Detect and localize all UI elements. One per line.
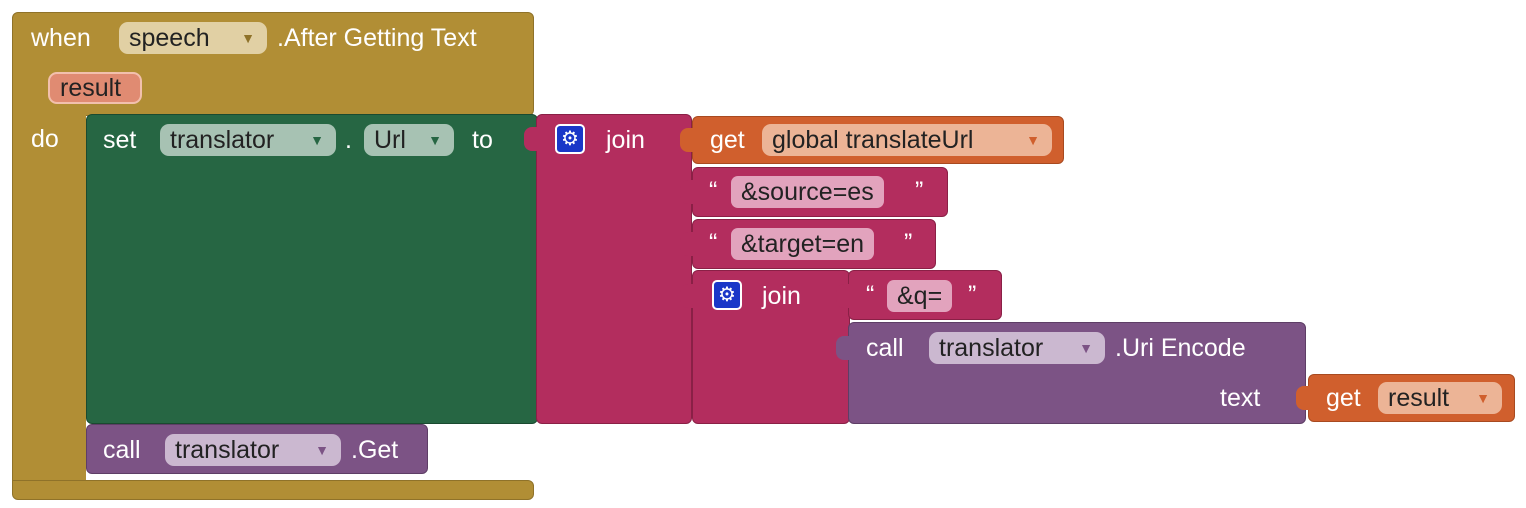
uri-encode-connector	[836, 336, 850, 360]
dot-separator: .	[345, 126, 352, 154]
set-label: set	[103, 126, 137, 154]
string-target-open-quote: “	[709, 229, 718, 257]
uri-encode-text-arg: text	[1220, 384, 1261, 412]
set-url-block[interactable]	[86, 114, 538, 424]
dropdown-arrow-icon: ▼	[315, 442, 329, 458]
string-target-value[interactable]: &target=en	[731, 228, 875, 260]
dropdown-arrow-icon: ▼	[1079, 340, 1093, 356]
string-source-open-quote: “	[709, 177, 718, 205]
call-get-call-label: call	[103, 436, 141, 464]
string-source-connector	[680, 180, 694, 204]
join-outer-connector	[524, 127, 538, 151]
uri-encode-call-label: call	[866, 334, 904, 362]
component-dropdown-translator[interactable]: translator ▼	[160, 124, 336, 156]
join-outer-label: join	[606, 126, 645, 154]
event-block-left-arm	[12, 100, 86, 492]
dropdown-arrow-icon: ▼	[1026, 132, 1040, 148]
join-inner-gear-icon[interactable]: ⚙	[712, 280, 742, 310]
dropdown-arrow-icon: ▼	[428, 132, 442, 148]
string-q-open-quote: “	[866, 281, 875, 309]
dropdown-arrow-icon: ▼	[1476, 390, 1490, 406]
get-result-connector	[1296, 386, 1310, 410]
property-name: Url	[374, 126, 406, 154]
string-q-connector	[836, 284, 850, 308]
component-dropdown-translator-get[interactable]: translator ▼	[165, 434, 341, 466]
component-name: speech	[129, 24, 210, 52]
property-dropdown-url[interactable]: Url ▼	[364, 124, 454, 156]
join-outer-gear-icon[interactable]: ⚙	[555, 124, 585, 154]
join-outer-block[interactable]	[536, 114, 692, 424]
event-block-footer	[12, 480, 534, 500]
join-inner-connector	[680, 284, 694, 308]
result-variable-name: result	[1388, 384, 1450, 412]
string-target-close-quote: ”	[904, 229, 913, 257]
dropdown-arrow-icon: ▼	[241, 30, 255, 46]
result-parameter-label: result	[60, 74, 122, 102]
join-inner-label: join	[762, 282, 801, 310]
uri-encode-component-name: translator	[939, 334, 1044, 362]
variable-name: global translateUrl	[772, 126, 974, 154]
event-name: .After Getting Text	[277, 24, 477, 52]
uri-encode-method: .Uri Encode	[1115, 334, 1246, 362]
when-label: when	[31, 24, 91, 52]
get-result-label: get	[1326, 384, 1361, 412]
get-global-connector	[680, 128, 694, 152]
string-source-close-quote: ”	[915, 177, 924, 205]
do-label: do	[31, 125, 59, 153]
variable-dropdown-result[interactable]: result ▼	[1378, 382, 1502, 414]
string-source-value[interactable]: &source=es	[731, 176, 884, 208]
result-parameter[interactable]: result	[48, 72, 142, 104]
call-get-component-name: translator	[175, 436, 280, 464]
dropdown-arrow-icon: ▼	[310, 132, 324, 148]
component-dropdown-speech[interactable]: speech ▼	[119, 22, 267, 54]
variable-dropdown-translateurl[interactable]: global translateUrl ▼	[762, 124, 1052, 156]
set-component-name: translator	[170, 126, 275, 154]
get-global-label: get	[710, 126, 745, 154]
to-label: to	[472, 126, 493, 154]
call-get-method: .Get	[351, 436, 399, 464]
string-q-close-quote: ”	[968, 281, 977, 309]
string-q-value[interactable]: &q=	[887, 280, 953, 312]
string-target-connector	[680, 232, 694, 256]
component-dropdown-translator-uri[interactable]: translator ▼	[929, 332, 1105, 364]
